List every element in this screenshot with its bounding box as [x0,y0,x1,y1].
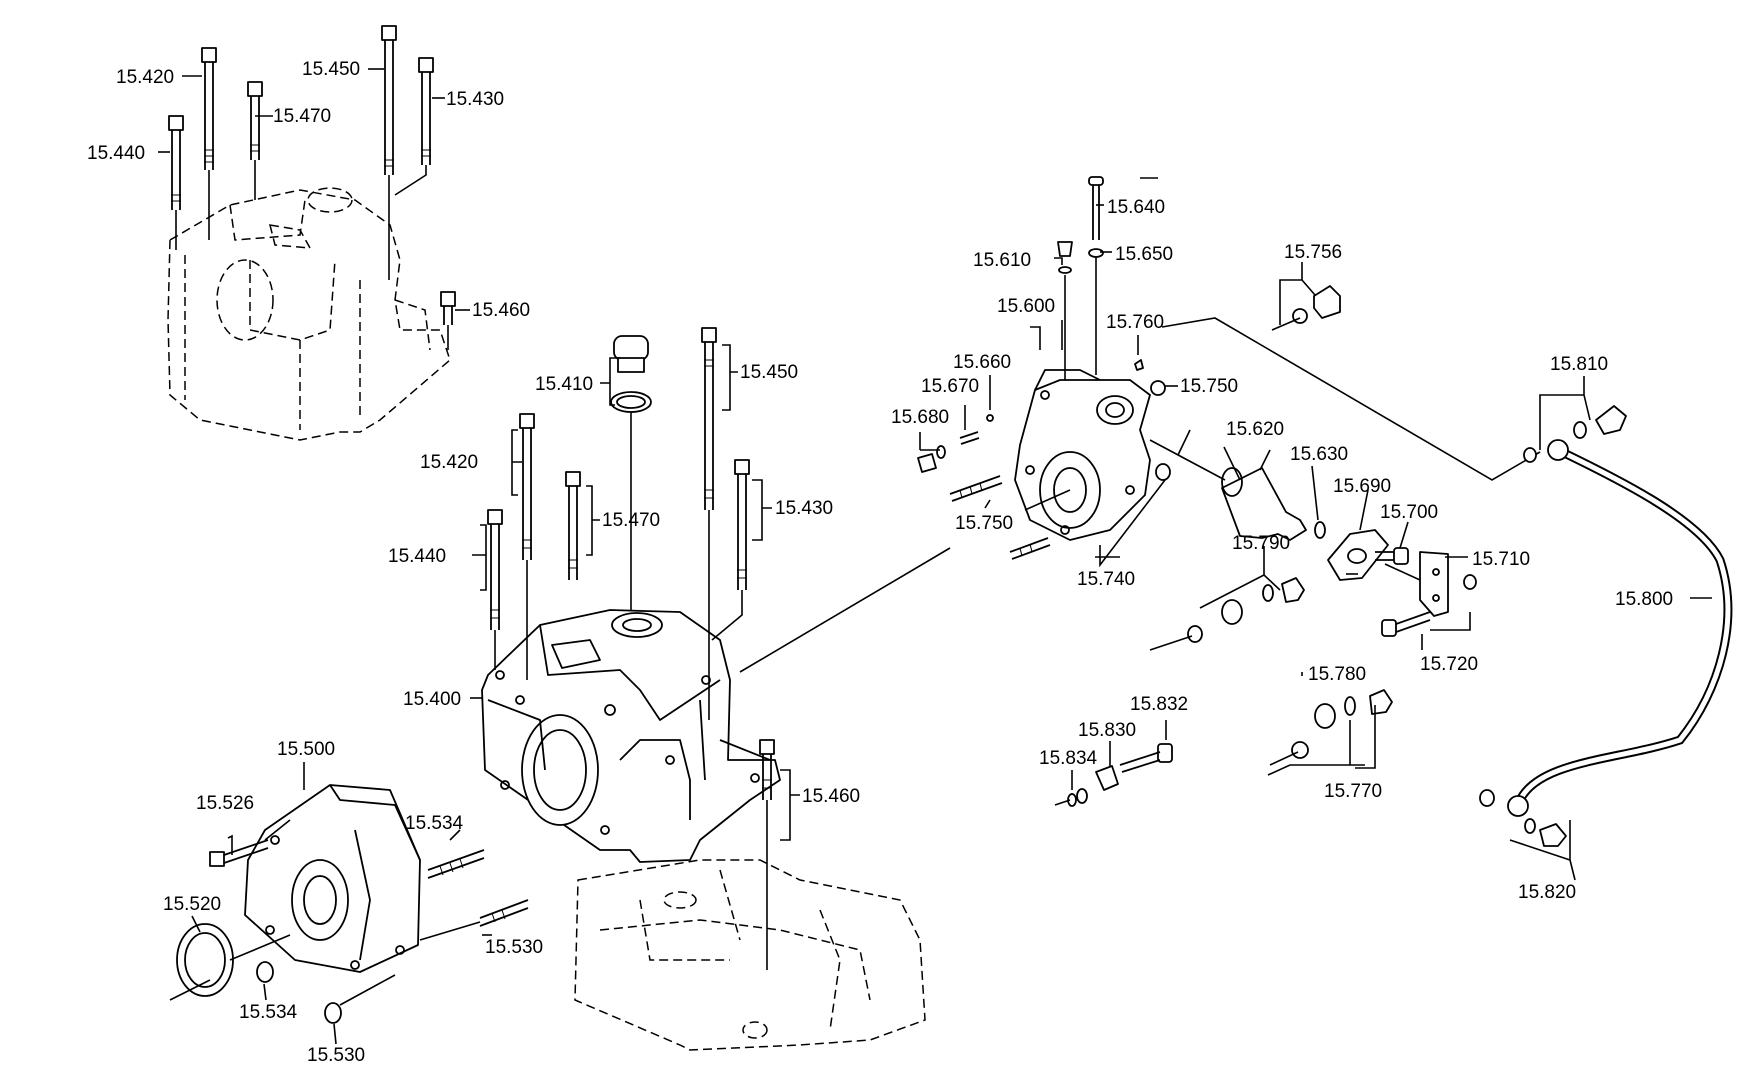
label-15-760: 15.760 [1106,312,1164,333]
leader-lines [158,68,1712,1045]
seal-15-520 [169,923,291,1001]
bracket-15-710 [1419,551,1449,617]
nut-15-530 [324,1002,342,1024]
fitting-15-820 [1479,789,1567,847]
bolt-15-700 [1375,547,1409,565]
bolt-15-460-top [440,291,456,350]
stud-15-750-b [1009,537,1051,560]
label-15-470: 15.470 [273,106,331,127]
label-15-700: 15.700 [1380,502,1438,523]
label-15-640: 15.640 [1107,197,1165,218]
label-15-526: 15.526 [196,793,254,814]
label-15-710: 15.710 [1472,549,1530,570]
pipe-15-800 [1507,439,1733,817]
label-15-690: 15.690 [1333,476,1391,497]
stud-15-750-a [949,475,1003,502]
label-15-750: 15.750 [955,513,1013,534]
valve-body-15-600 [1014,369,1151,541]
label-15-740: 15.740 [1077,569,1135,590]
label-15-650: 15.650 [1115,244,1173,265]
pin-15-640 [1088,176,1104,375]
label-15-832: 15.832 [1130,694,1188,715]
nut-15-534 [256,961,274,983]
label-15-530: 15.530 [485,937,543,958]
pipe-15-780 [1221,599,1336,729]
stud-15-530-top [419,899,529,941]
ghost-housing-bottom [574,859,926,1051]
union-15-756 [1271,285,1341,331]
label-15-460: 15.460 [472,300,530,321]
label-15-450: 15.450 [740,362,798,383]
label-15-500: 15.500 [277,739,335,760]
label-15-420: 15.420 [116,67,174,88]
label-15-420: 15.420 [420,452,478,473]
label-15-800: 15.800 [1615,589,1673,610]
plug-15-410 [610,335,652,610]
flange-15-690 [1327,529,1389,581]
label-15-790: 15.790 [1232,533,1290,554]
label-15-430: 15.430 [775,498,833,519]
plug-15-680 [917,445,946,473]
spool-15-620 [1221,467,1307,541]
bolt-15-720 [1381,611,1431,637]
label-15-810: 15.810 [1550,354,1608,375]
fittings-15-790 [1149,577,1305,651]
label-15-400: 15.400 [403,689,461,710]
label-15-520: 15.520 [163,894,221,915]
label-15-460: 15.460 [802,786,860,807]
ball-15-660 [986,414,994,422]
clip-15-830 [1095,765,1119,791]
label-15-750: 15.750 [1180,376,1238,397]
label-15-670: 15.670 [921,376,979,397]
ring-15-630 [1314,521,1326,539]
bolt-15-430-top [394,57,434,196]
label-15-780: 15.780 [1308,664,1366,685]
label-15-630: 15.630 [1290,444,1348,465]
bolt-15-420-top [201,47,217,240]
label-15-440: 15.440 [87,143,145,164]
bolt-15-450-top [381,25,397,280]
nut-15-750 [1150,380,1166,396]
label-15-820: 15.820 [1518,882,1576,903]
bolt-15-832 [1119,743,1173,773]
fittings-15-770 [1269,689,1393,766]
washers-15-834 [1054,788,1088,807]
main-housing-15-400 [481,609,781,863]
label-15-534: 15.534 [239,1002,298,1023]
label-15-834: 15.834 [1039,748,1098,769]
bolt-group-main [487,327,775,970]
label-15-470: 15.470 [602,510,660,531]
ghost-housing-top [167,187,451,441]
label-15-534: 15.534 [405,813,464,834]
plug-15-610 [1057,241,1073,380]
label-15-600: 15.600 [997,296,1055,317]
label-15-830: 15.830 [1078,720,1136,741]
fitting-15-810 [1523,405,1627,463]
stud-15-534-top [427,849,485,879]
label-15-660: 15.660 [953,352,1011,373]
part-labels: 15.420 15.440 15.470 15.450 15.430 15.46… [87,59,1673,1066]
label-15-756: 15.756 [1284,242,1342,263]
label-15-720: 15.720 [1420,654,1478,675]
label-15-680: 15.680 [891,407,949,428]
label-15-410: 15.410 [535,374,593,395]
bolt-15-470-top [247,81,263,200]
label-15-610: 15.610 [973,250,1031,271]
nut-15-740 [1155,463,1171,481]
label-15-450: 15.450 [302,59,360,80]
cover-15-500 [244,784,421,973]
label-15-440: 15.440 [388,546,446,567]
nut-15-710 [1463,574,1477,590]
label-15-770: 15.770 [1324,781,1382,802]
screw-15-760 [1134,359,1144,371]
label-15-620: 15.620 [1226,419,1284,440]
bolt-15-440-top [168,115,184,250]
spring-15-670 [959,431,980,445]
label-15-530: 15.530 [307,1045,365,1066]
label-15-430: 15.430 [446,89,504,110]
bolt-group-top-left [168,25,456,350]
